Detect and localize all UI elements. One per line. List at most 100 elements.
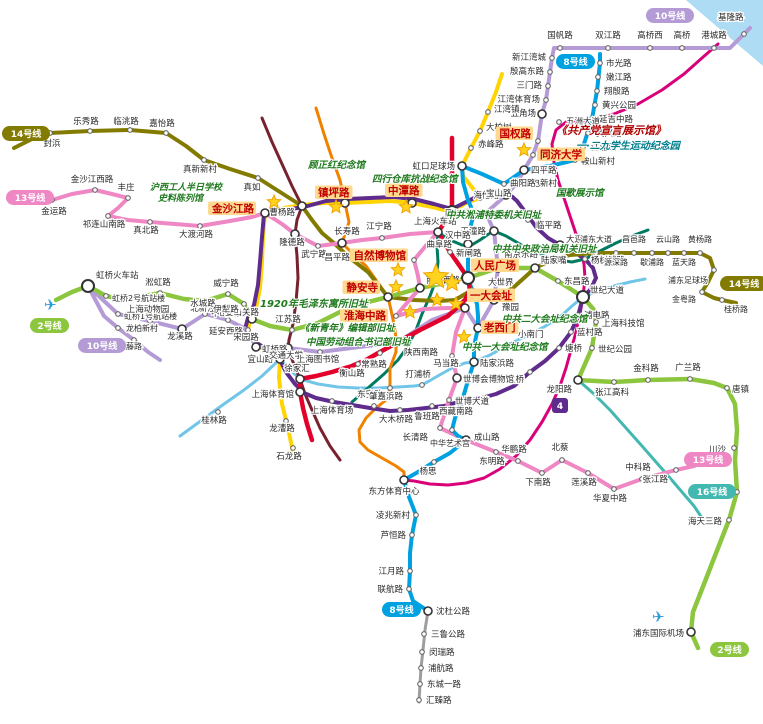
station-dot [631, 250, 637, 256]
line-badge-label: 8号线 [563, 56, 587, 68]
station-label: 世博会博物馆 [463, 374, 514, 385]
station-dot [315, 243, 321, 249]
station-label: 北蔡 [551, 442, 569, 453]
station-label: 市光路 [606, 58, 632, 69]
station-dot [449, 353, 455, 359]
station-dot [589, 116, 595, 122]
line-badge-label: 13号线 [15, 192, 46, 204]
station-dot [371, 403, 377, 409]
site-annotation: 国歌展示馆 [556, 187, 605, 199]
station-label: 黄兴公园 [602, 100, 636, 111]
star-icon [398, 198, 414, 214]
station-dot [241, 301, 247, 307]
interchange-station [573, 375, 583, 385]
interchange-station [473, 323, 483, 333]
station-dot [393, 313, 399, 319]
station-label: 国帆路 [547, 30, 573, 41]
station-label: 曲阜路 [426, 239, 452, 250]
station-dot [539, 470, 545, 476]
interchange-station [247, 314, 257, 324]
station-dot [525, 217, 531, 223]
station-label: 世博大道 [455, 396, 490, 407]
station-label: 龙阳路 [546, 384, 572, 395]
highlighted-station-label: 中潭路 [388, 184, 420, 197]
station-label: 高桥 [673, 30, 691, 41]
station-dot [593, 319, 599, 325]
station-label: 张江路 [642, 474, 668, 485]
site-annotation: 中共中央政治局机关旧址 [492, 243, 598, 255]
station-dot [202, 311, 208, 317]
station-label: 黄杨路 [688, 234, 712, 244]
interchange-station [290, 229, 300, 239]
interchange-station [452, 373, 462, 383]
highlighted-station-label: 人民广场 [474, 259, 516, 272]
station-label: 虹桥2号航站楼 [112, 293, 165, 303]
star-icon [388, 278, 404, 294]
station-dot [575, 312, 581, 318]
station-dot [202, 298, 208, 304]
station-dot [87, 128, 93, 134]
highlighted-station-label: 静安寺 [347, 281, 379, 294]
station-dot [545, 83, 551, 89]
station-dot [289, 327, 295, 333]
station-label: 豫园 [502, 302, 519, 313]
station-label: 宋园路 [233, 332, 259, 343]
metro-line-6 [402, 42, 720, 487]
station-dot [547, 69, 553, 75]
station-label: 曹杨路 [269, 207, 295, 218]
station-label: 上海科技馆 [602, 318, 645, 329]
site-annotation: 史料陈列馆 [158, 193, 205, 204]
station-label: 东方体育中心 [368, 486, 420, 497]
station-label: 杨树浦路 [591, 255, 626, 266]
station-label: 下南路 [525, 477, 551, 488]
station-label: 虹口足球场 [412, 161, 455, 172]
station-dot [505, 342, 511, 348]
station-dot [681, 250, 687, 256]
station-dot [679, 45, 685, 51]
station-dot [447, 249, 453, 255]
station-label: 打浦桥 [405, 369, 431, 380]
station-label: 丰庄 [117, 182, 135, 193]
station-label: 长寿路 [334, 226, 360, 237]
interchange-station [555, 240, 565, 250]
highlighted-station-label: 金沙江路 [211, 202, 254, 215]
station-dot [115, 325, 121, 331]
station-label: 延安西路 [209, 326, 244, 337]
line-badge [684, 452, 732, 467]
line-badge-label: 2号线 [37, 320, 61, 332]
station-label: 上海图书馆 [297, 354, 340, 365]
line-badge [552, 398, 568, 413]
station-label: 虹桥1号航站楼 [124, 311, 177, 321]
station-dot [485, 109, 491, 115]
station-label: 江月路 [378, 566, 404, 577]
highlighted-station-label: 国权路 [500, 127, 532, 140]
station-dot [593, 250, 599, 256]
highlight-bg [208, 201, 256, 215]
station-dot [419, 382, 425, 388]
station-label: 中华艺术宫 [430, 438, 470, 448]
station-label: 陆家嘴 [541, 255, 567, 266]
station-label: 金运路 [41, 206, 67, 217]
station-label: 三门路 [516, 80, 542, 91]
station-label: 张江高科 [595, 387, 630, 398]
station-label: 唐镇 [732, 384, 750, 395]
station-dot [559, 457, 565, 463]
line-badge [382, 602, 421, 617]
station-dot [379, 235, 385, 241]
station-label: 宝山路 [486, 188, 512, 199]
station-dot [535, 138, 541, 144]
station-label: 浦东国际机场 [633, 628, 684, 639]
station-dot [568, 329, 574, 335]
highlighted-station-label: 镇坪路 [318, 186, 350, 199]
line-badge [30, 318, 69, 333]
station-label: 祁连山南路 [83, 219, 126, 230]
station-label: 浦电路 [584, 310, 610, 321]
interchange-station [383, 292, 393, 302]
metro-line-7 [314, 106, 410, 494]
highlighted-station-label: 老西门 [483, 321, 516, 334]
line-badge-label: 14号线 [729, 278, 760, 290]
station-dot [247, 334, 253, 340]
station-dot [255, 175, 261, 181]
